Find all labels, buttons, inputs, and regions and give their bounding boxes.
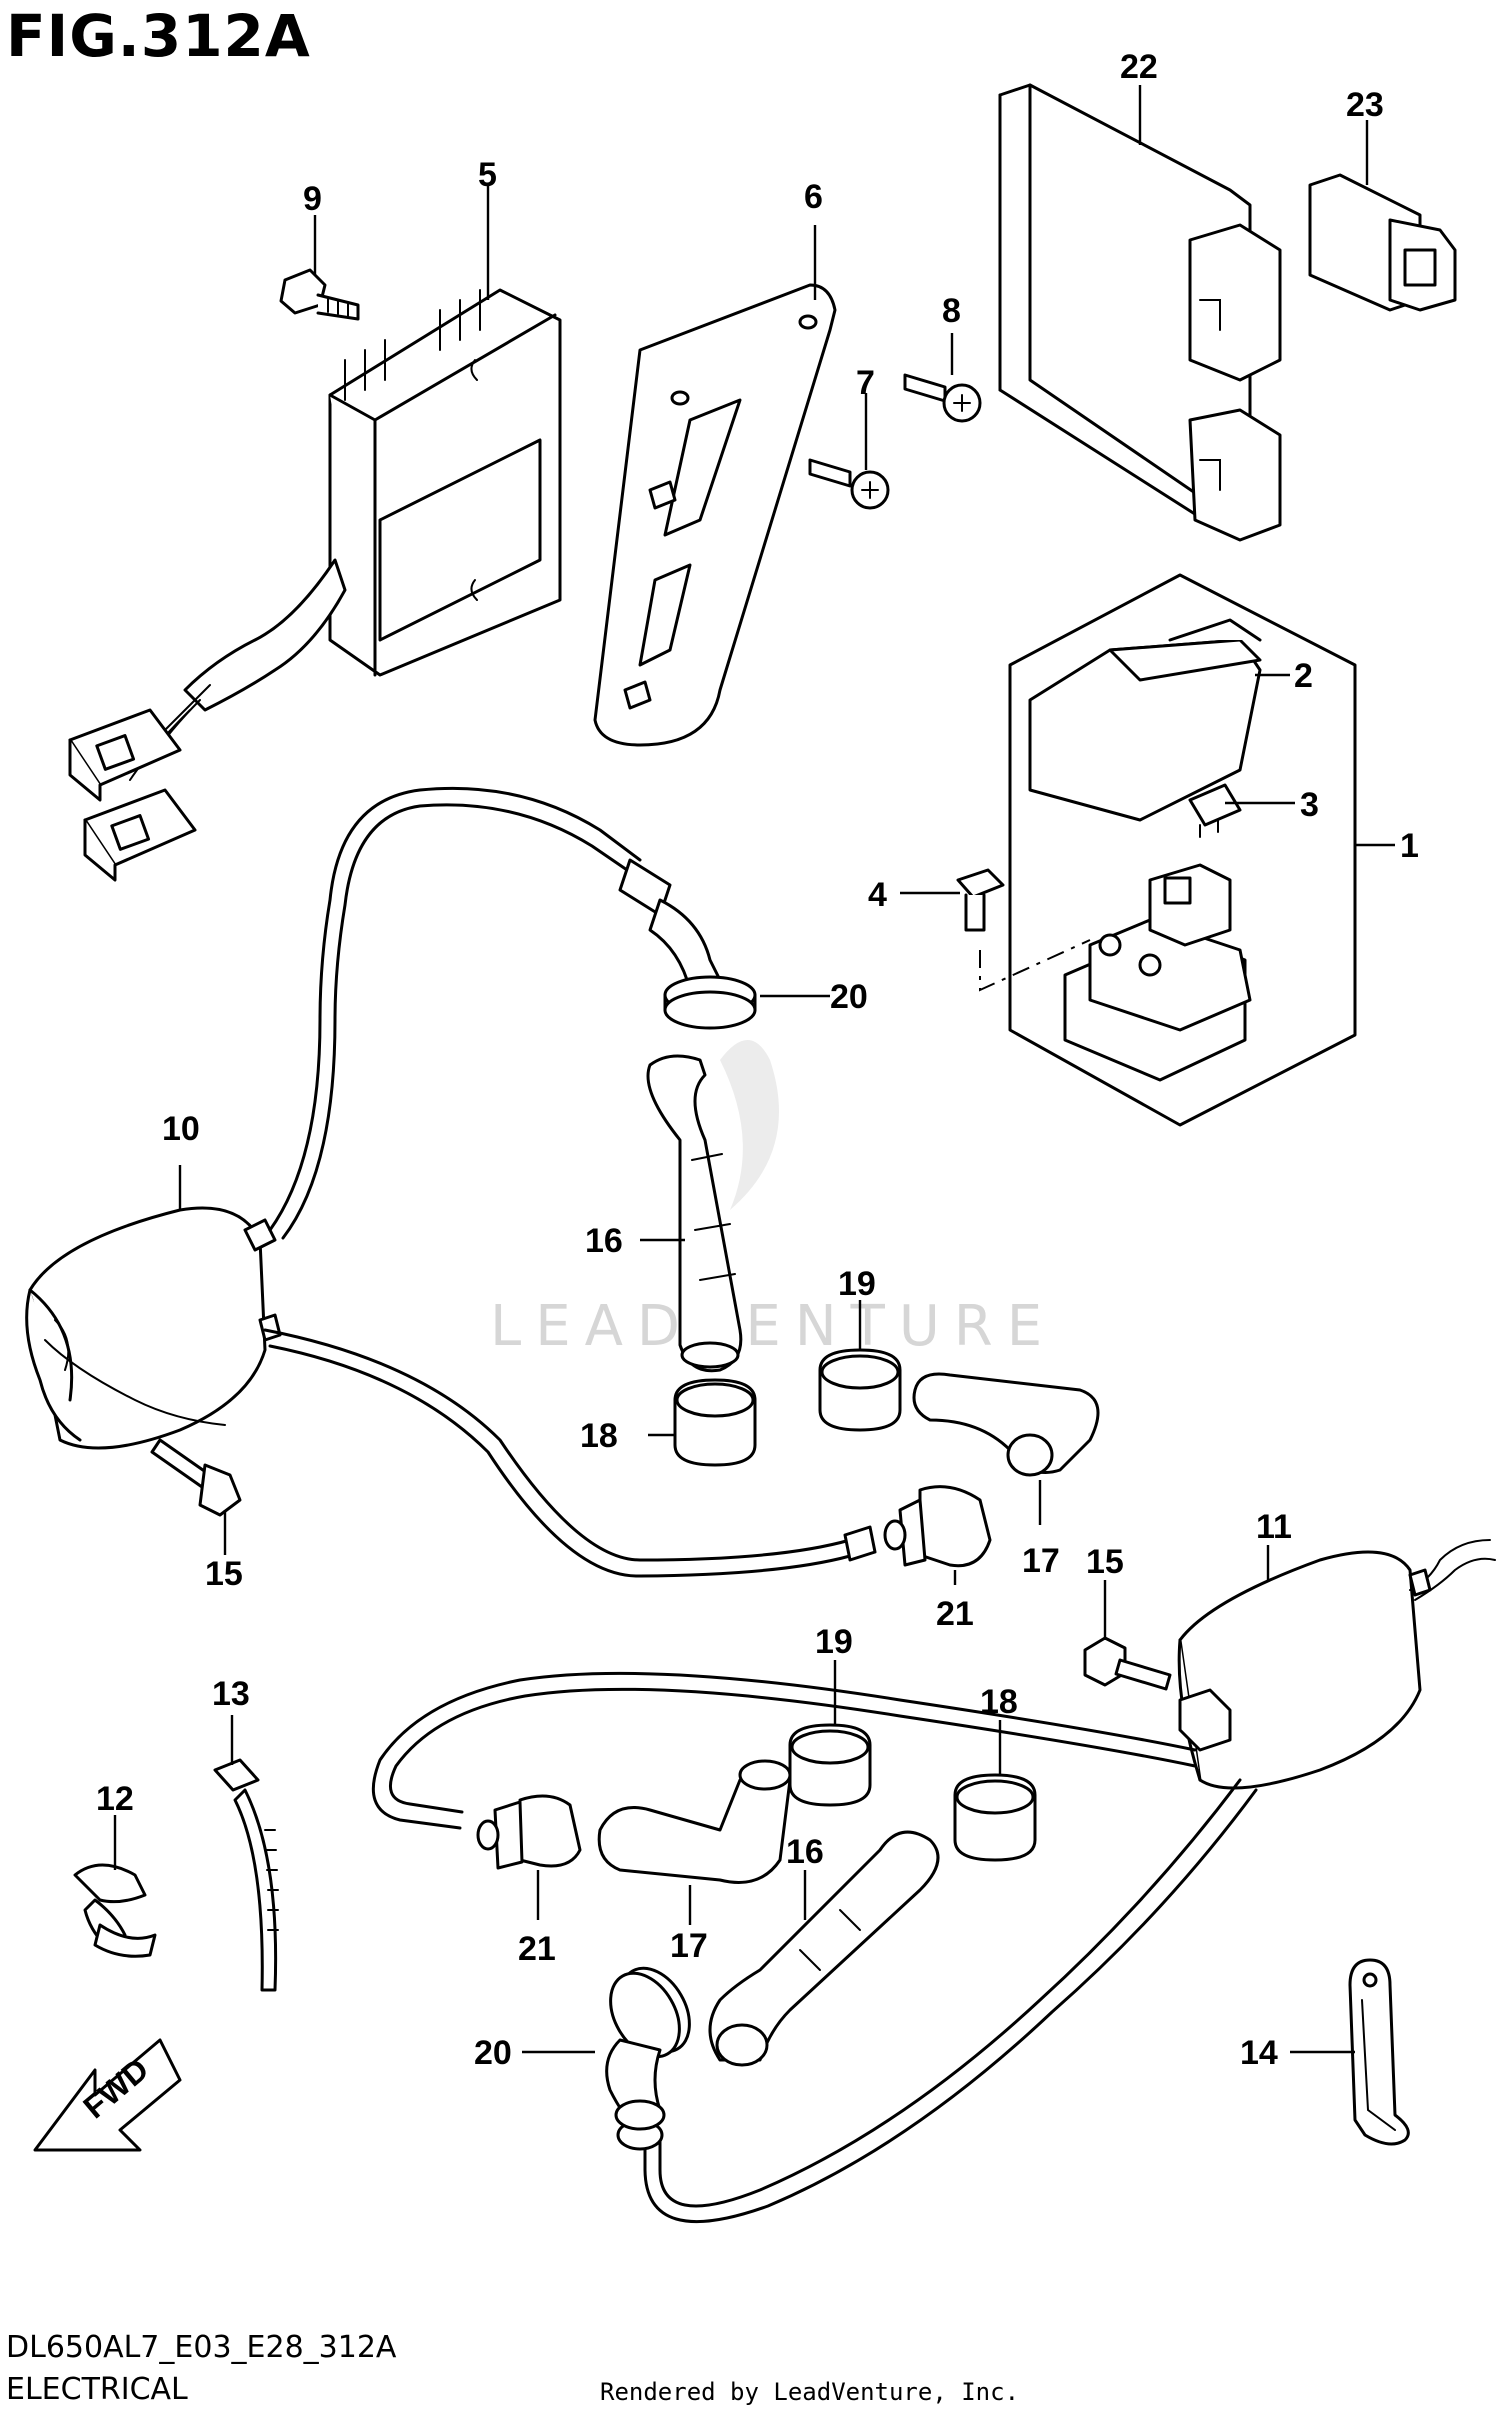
- callout-3: 3: [1300, 786, 1319, 824]
- plug-cap-boot-20-lower[interactable]: [597, 1956, 704, 2151]
- bracket-6[interactable]: [593, 283, 837, 747]
- figure-title: FIG.312A: [6, 2, 311, 70]
- callout-22: 22: [1120, 48, 1158, 86]
- callout-12: 12: [96, 1780, 134, 1818]
- plug-cap-17-lower[interactable]: [597, 1759, 792, 1884]
- ecm-22[interactable]: [998, 83, 1282, 542]
- grommet-21-lower[interactable]: [476, 1794, 582, 1870]
- callout-18-lower: 18: [980, 1683, 1018, 1721]
- starter-relay-assembly-1[interactable]: [1008, 573, 1357, 1127]
- seal-19-lower[interactable]: [788, 1723, 872, 1807]
- clamp-12[interactable]: [73, 1863, 157, 1958]
- callout-5: 5: [478, 156, 497, 194]
- high-tension-lead-10: [263, 786, 877, 1578]
- callout-21-lower: 21: [518, 1930, 556, 1968]
- callout-11: 11: [1256, 1508, 1292, 1546]
- watermark-text: LEADVENTURE: [490, 1294, 1056, 1359]
- callout-16-upper: 16: [585, 1222, 623, 1260]
- ignition-coil-11[interactable]: [1177, 1539, 1496, 1790]
- callout-4: 4: [868, 876, 887, 914]
- plug-cap-16-lower[interactable]: [708, 1830, 940, 2067]
- plug-cap-16-upper[interactable]: [646, 1054, 743, 1373]
- render-credit: Rendered by LeadVenture, Inc.: [600, 2378, 1020, 2406]
- callout-14: 14: [1240, 2034, 1278, 2072]
- callout-8: 8: [942, 292, 961, 330]
- seal-18-lower[interactable]: [953, 1773, 1037, 1862]
- callout-9: 9: [303, 180, 322, 218]
- callout-19-upper: 19: [838, 1265, 876, 1303]
- bolt-15-left[interactable]: [150, 1438, 242, 1517]
- callout-19-lower: 19: [815, 1623, 853, 1661]
- seal-19-upper[interactable]: [818, 1348, 902, 1432]
- callout-23: 23: [1346, 86, 1384, 124]
- screw-8[interactable]: [903, 373, 982, 423]
- callout-15-left: 15: [205, 1555, 243, 1593]
- callout-13: 13: [212, 1675, 250, 1713]
- screw-7[interactable]: [808, 458, 890, 510]
- bolt-9[interactable]: [279, 268, 360, 321]
- callout-2: 2: [1294, 657, 1313, 695]
- callout-20-upper: 20: [830, 978, 868, 1016]
- callout-6: 6: [804, 178, 823, 216]
- callout-20-lower: 20: [474, 2034, 512, 2072]
- callout-1: 1: [1400, 827, 1419, 865]
- callout-15-right: 15: [1086, 1543, 1124, 1581]
- holder-14[interactable]: [1348, 1958, 1410, 2146]
- model-code: DL650AL7_E03_E28_312A: [6, 2330, 397, 2365]
- ignition-coil-10[interactable]: [25, 1206, 282, 1450]
- callout-18-upper: 18: [580, 1417, 618, 1455]
- callouts: 22 23 5 9 6 8 7 2 3 1 4 20 10 16 19 18 1…: [96, 48, 1419, 2072]
- grommet-21-upper[interactable]: [883, 1485, 992, 1568]
- watermark: LEADVENTURE: [490, 1040, 1056, 1359]
- bolt-15-right[interactable]: [1083, 1636, 1172, 1691]
- forward-arrow: FWD: [33, 2038, 182, 2152]
- callout-17-lower: 17: [670, 1927, 708, 1965]
- leader-lines: [113, 85, 1395, 2054]
- screw-4[interactable]: [956, 868, 1091, 992]
- section-name: ELECTRICAL: [6, 2372, 188, 2407]
- cable-tie-13[interactable]: [213, 1758, 279, 1992]
- plug-cap-boot-20-upper[interactable]: [618, 858, 757, 1030]
- seal-18-upper[interactable]: [673, 1378, 757, 1467]
- callout-17-upper: 17: [1022, 1542, 1060, 1580]
- regulator-rectifier[interactable]: [68, 288, 562, 882]
- callout-10: 10: [162, 1110, 200, 1148]
- callout-7: 7: [856, 364, 875, 402]
- callout-21-upper: 21: [936, 1595, 974, 1633]
- callout-16-lower: 16: [786, 1833, 824, 1871]
- connector-23[interactable]: [1308, 173, 1457, 312]
- high-tension-lead-11: [371, 1671, 1258, 2224]
- plug-cap-17-upper[interactable]: [912, 1372, 1100, 1477]
